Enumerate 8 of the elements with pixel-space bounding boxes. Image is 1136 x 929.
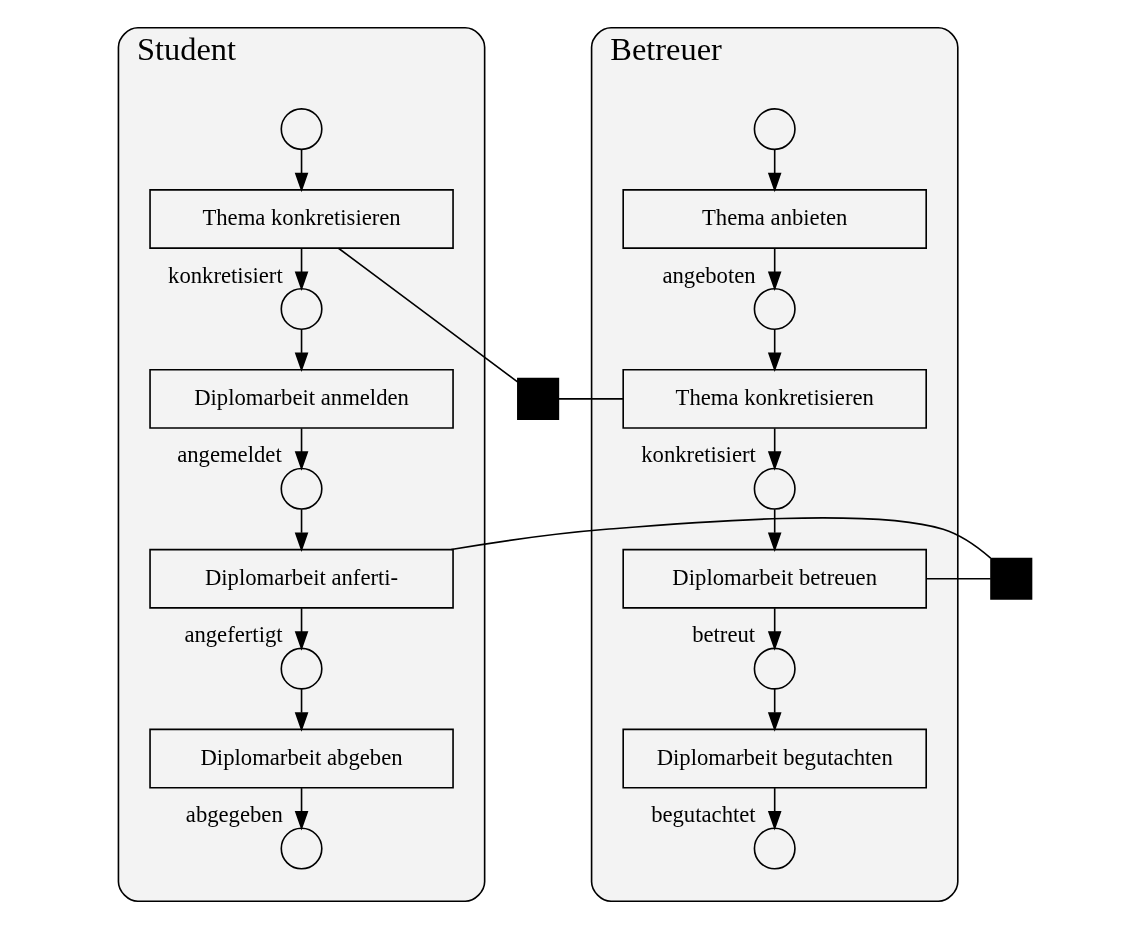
node-label: angefertigt	[183, 622, 283, 648]
node-label: betreut	[691, 622, 755, 648]
node-label: konkretisiert	[640, 442, 756, 468]
node-label: abgegeben	[185, 802, 283, 828]
node-label: konkretisiert	[167, 262, 283, 288]
node-label: angeboten	[661, 262, 756, 288]
node-label: begutachtet	[650, 802, 756, 828]
node-label: angemeldet	[176, 442, 282, 468]
